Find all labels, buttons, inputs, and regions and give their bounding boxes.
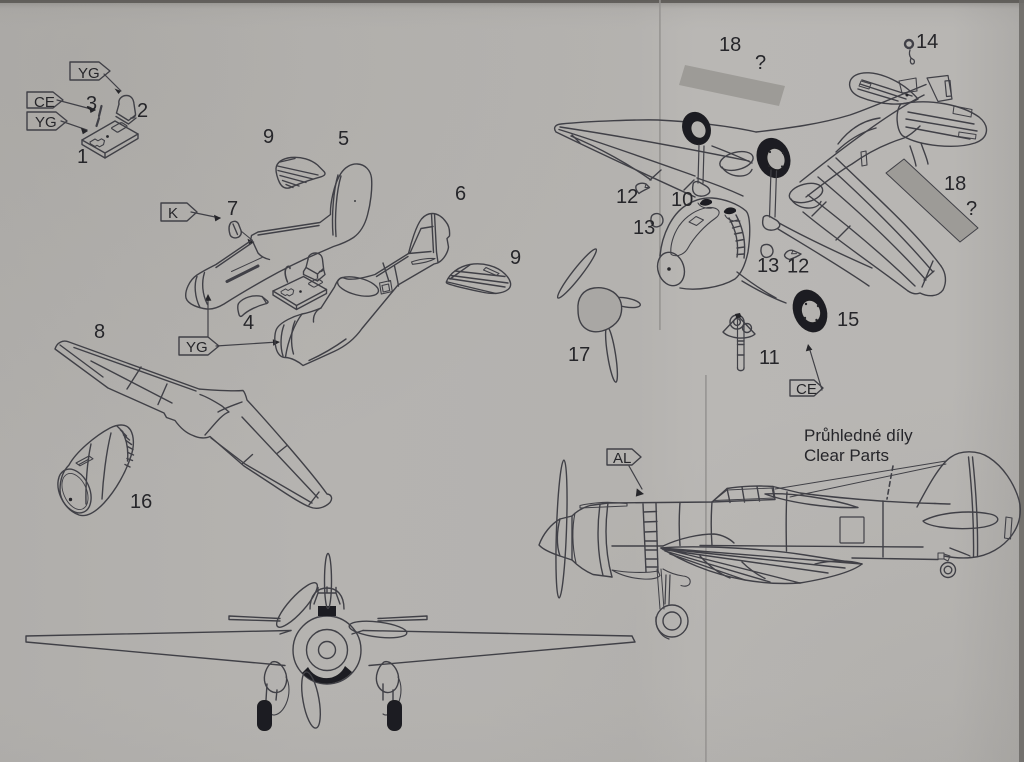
svg-text:15: 15	[837, 309, 859, 331]
svg-text:13: 13	[757, 255, 779, 277]
svg-text:12: 12	[616, 186, 638, 208]
svg-text:8: 8	[94, 321, 105, 343]
svg-text:12: 12	[787, 256, 809, 278]
svg-text:YG: YG	[78, 65, 100, 82]
svg-text:?: ?	[966, 198, 977, 220]
svg-text:6: 6	[455, 183, 466, 205]
svg-text:16: 16	[130, 491, 152, 513]
svg-text:9: 9	[263, 126, 274, 148]
svg-text:YG: YG	[35, 114, 57, 131]
svg-text:AL: AL	[613, 450, 631, 467]
svg-text:?: ?	[755, 52, 766, 74]
svg-text:17: 17	[568, 344, 590, 366]
svg-text:18: 18	[719, 34, 741, 56]
svg-text:Průhledné díly: Průhledné díly	[804, 426, 913, 445]
svg-text:4: 4	[243, 312, 254, 334]
svg-text:1: 1	[77, 146, 88, 168]
svg-text:14: 14	[916, 31, 938, 53]
svg-text:K: K	[168, 205, 178, 222]
svg-text:2: 2	[137, 100, 148, 122]
svg-text:Clear Parts: Clear Parts	[804, 446, 889, 465]
svg-text:YG: YG	[186, 339, 208, 356]
svg-text:CE: CE	[34, 94, 55, 111]
svg-text:10: 10	[671, 189, 693, 211]
svg-text:3: 3	[86, 93, 97, 115]
svg-text:13: 13	[633, 217, 655, 239]
svg-text:5: 5	[338, 128, 349, 150]
svg-text:9: 9	[510, 247, 521, 269]
svg-text:7: 7	[227, 198, 238, 220]
svg-text:11: 11	[759, 347, 780, 369]
svg-text:18: 18	[944, 173, 966, 195]
svg-text:CE: CE	[796, 381, 817, 398]
